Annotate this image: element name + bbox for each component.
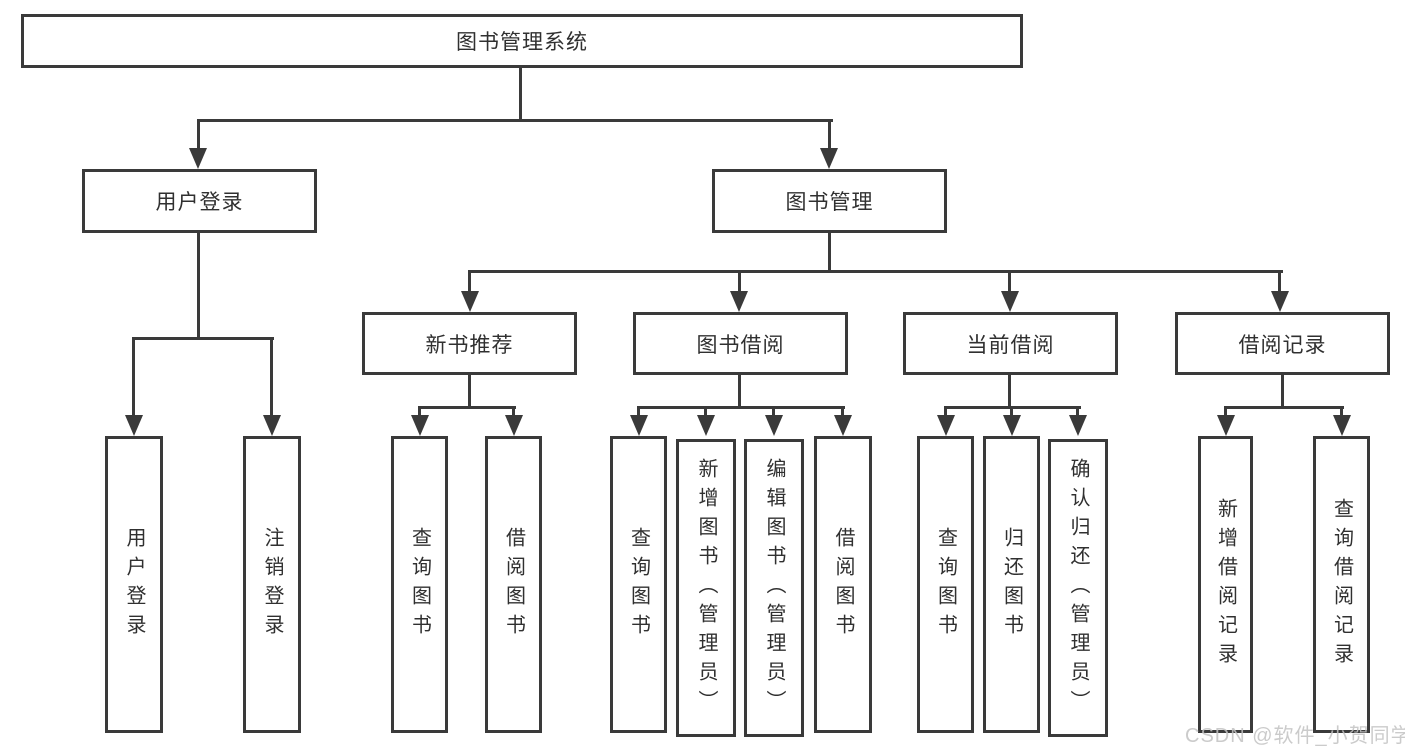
connector-book-mgmt-hbar (468, 270, 1283, 273)
connector-drop-login (132, 337, 135, 416)
leaf-edit-books-admin-label: 编辑图书（管理员） (763, 457, 785, 719)
connector-new-book-stem (468, 375, 471, 409)
leaf-newbook-borrow-books: 借阅图书 (485, 436, 542, 733)
connector-drop-book-mgmt (828, 119, 831, 151)
connector-drop-logout (270, 337, 273, 416)
connector-borrow-record-stem (1281, 375, 1284, 409)
connector-root-stem (519, 68, 522, 122)
node-book-mgmt-branch: 图书管理 (712, 169, 947, 233)
leaf-query-borrow-record: 查询借阅记录 (1313, 436, 1370, 733)
arrow-down-icon (697, 415, 715, 436)
node-borrow-record-section: 借阅记录 (1175, 312, 1390, 375)
arrow-down-icon (1003, 415, 1021, 436)
leaf-bookborrow-borrow-books: 借阅图书 (814, 436, 872, 733)
arrow-down-icon (1001, 291, 1019, 312)
connector-root-hbar (197, 119, 833, 122)
leaf-add-books-admin-label: 新增图书（管理员） (695, 457, 717, 719)
arrow-down-icon (189, 148, 207, 169)
arrow-down-icon (834, 415, 852, 436)
arrow-down-icon (730, 291, 748, 312)
leaf-logout: 注销登录 (243, 436, 301, 733)
connector-drop (512, 406, 515, 418)
leaf-add-books-admin: 新增图书（管理员） (676, 439, 736, 737)
arrow-down-icon (630, 415, 648, 436)
arrow-down-icon (820, 148, 838, 169)
leaf-user-login: 用户登录 (105, 436, 163, 733)
connector-drop (944, 406, 947, 418)
leaf-bookborrow-borrow-books-label: 借阅图书 (832, 526, 854, 643)
node-book-borrow-label: 图书借阅 (696, 333, 785, 357)
leaf-confirm-return-admin: 确认归还（管理员） (1048, 439, 1108, 737)
connector-user-login-hbar (133, 337, 274, 340)
arrow-down-icon (263, 415, 281, 436)
arrow-down-icon (505, 415, 523, 436)
connector-book-mgmt-stem (828, 233, 831, 273)
leaf-newbook-query-books: 查询图书 (391, 436, 448, 733)
connector-drop (1010, 406, 1013, 418)
node-root-system: 图书管理系统 (21, 14, 1023, 68)
connector-drop-book-borrow (738, 270, 741, 294)
connector-borrow-record-hbar (1224, 406, 1344, 409)
leaf-confirm-return-admin-label: 确认归还（管理员） (1067, 457, 1089, 719)
leaf-logout-label: 注销登录 (261, 526, 283, 643)
arrow-down-icon (765, 415, 783, 436)
arrow-down-icon (461, 291, 479, 312)
node-current-borrow-section: 当前借阅 (903, 312, 1118, 375)
leaf-edit-books-admin: 编辑图书（管理员） (744, 439, 804, 737)
leaf-return-books: 归还图书 (983, 436, 1040, 733)
node-borrow-record-label: 借阅记录 (1238, 333, 1327, 357)
arrow-down-icon (1271, 291, 1289, 312)
connector-drop-user-login (197, 119, 200, 151)
arrow-down-icon (937, 415, 955, 436)
connector-drop (704, 406, 707, 418)
leaf-currentborrow-query-books-label: 查询图书 (934, 526, 957, 643)
node-book-mgmt-branch-label: 图书管理 (785, 191, 874, 214)
leaf-add-borrow-record: 新增借阅记录 (1198, 436, 1253, 733)
connector-drop (1224, 406, 1227, 418)
leaf-return-books-label: 归还图书 (1000, 526, 1023, 643)
leaf-bookborrow-query-books-label: 查询图书 (627, 526, 650, 643)
connector-new-book-hbar (418, 406, 516, 409)
connector-current-borrow-stem (1008, 375, 1011, 409)
leaf-add-borrow-record-label: 新增借阅记录 (1214, 497, 1237, 672)
leaf-query-borrow-record-label: 查询借阅记录 (1330, 497, 1353, 672)
arrow-down-icon (411, 415, 429, 436)
connector-drop (841, 406, 844, 418)
arrow-down-icon (1069, 415, 1087, 436)
connector-user-login-stem (197, 233, 200, 340)
arrow-down-icon (125, 415, 143, 436)
connector-drop (418, 406, 421, 418)
csdn-watermark: CSDN @软件_小贺同学 (1185, 725, 1405, 747)
connector-drop-current-borrow (1008, 270, 1011, 294)
node-user-login-branch: 用户登录 (82, 169, 317, 233)
leaf-newbook-query-books-label: 查询图书 (408, 526, 431, 643)
connector-drop-borrow-record (1278, 270, 1281, 294)
connector-drop (772, 406, 775, 418)
connector-drop (1076, 406, 1079, 418)
leaf-bookborrow-query-books: 查询图书 (610, 436, 667, 733)
arrow-down-icon (1333, 415, 1351, 436)
node-new-book-section: 新书推荐 (362, 312, 577, 375)
node-book-borrow-section: 图书借阅 (633, 312, 848, 375)
node-new-book-label: 新书推荐 (425, 333, 514, 357)
node-user-login-branch-label: 用户登录 (155, 191, 244, 214)
connector-book-borrow-stem (738, 375, 741, 409)
arrow-down-icon (1217, 415, 1235, 436)
connector-drop-new-book (468, 270, 471, 294)
connector-book-borrow-hbar (637, 406, 845, 409)
leaf-currentborrow-query-books: 查询图书 (917, 436, 974, 733)
node-current-borrow-label: 当前借阅 (966, 333, 1055, 357)
connector-drop (637, 406, 640, 418)
leaf-newbook-borrow-books-label: 借阅图书 (502, 526, 525, 643)
node-root-label: 图书管理系统 (456, 31, 588, 54)
leaf-user-login-label: 用户登录 (123, 526, 145, 643)
connector-drop (1340, 406, 1343, 418)
